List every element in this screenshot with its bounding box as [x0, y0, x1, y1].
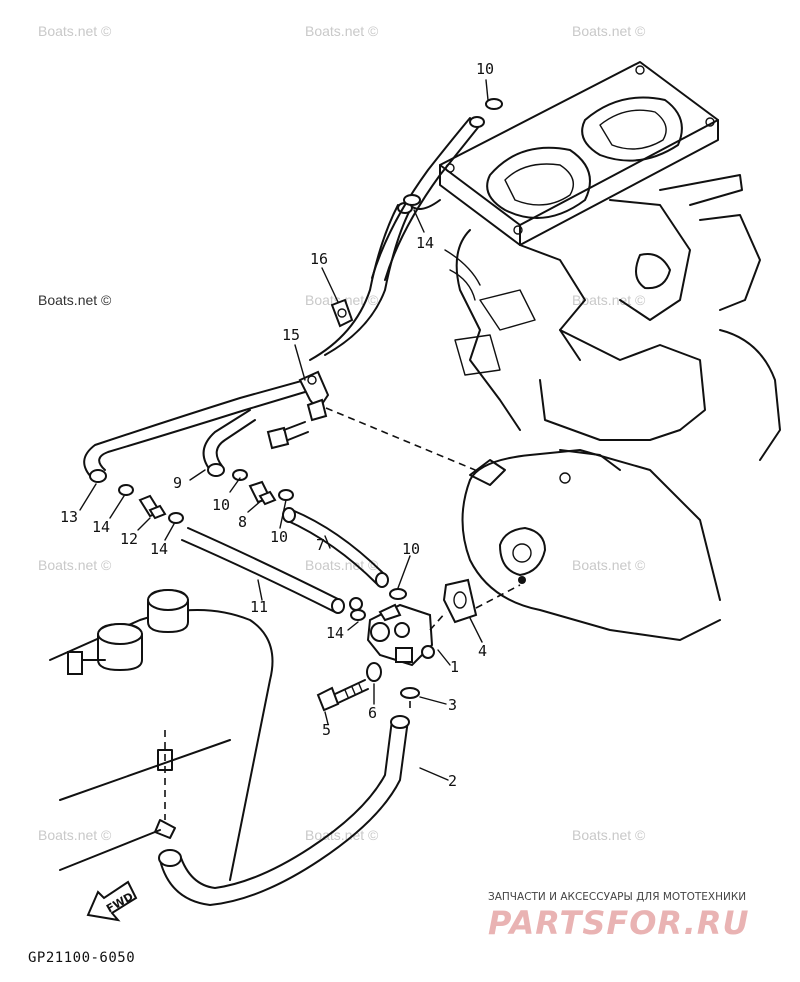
- watermarks: Boats.net © Boats.net © Boats.net © Boat…: [38, 23, 646, 843]
- callout-5: 5: [322, 721, 331, 739]
- callout-12: 12: [120, 530, 138, 548]
- callout-14: 14: [92, 518, 110, 536]
- callout-8: 8: [238, 513, 247, 531]
- callout-1: 1: [450, 658, 459, 676]
- carburetor-plate: [439, 61, 743, 246]
- callout-10: 10: [212, 496, 230, 514]
- watermark: Boats.net ©: [305, 827, 379, 843]
- callouts: 1 2 3 4 5 6 7 8 9 10 10 10 10 11 12 13 1…: [60, 60, 494, 790]
- fuel-filters: [118, 469, 407, 621]
- watermark: Boats.net ©: [38, 292, 112, 308]
- watermark: Boats.net ©: [572, 557, 646, 573]
- callout-14: 14: [150, 540, 168, 558]
- banner-tagline: ЗАПЧАСТИ И АКСЕССУАРЫ ДЛЯ МОТОТЕХНИКИ: [488, 891, 746, 903]
- flywheel-cover: [461, 449, 721, 641]
- clamp-16: [330, 298, 354, 328]
- callout-2: 2: [448, 772, 457, 790]
- callout-3: 3: [448, 696, 457, 714]
- fuel-tank: [49, 588, 274, 881]
- fuel-hose-11: [181, 527, 363, 614]
- bracket-15: [266, 370, 481, 473]
- fwd-arrow: FWD: [86, 880, 138, 922]
- callout-10: 10: [476, 60, 494, 78]
- callout-14: 14: [416, 234, 434, 252]
- diagram-code: GP21100-6050: [28, 950, 135, 966]
- callout-15: 15: [282, 326, 300, 344]
- callout-14: 14: [326, 624, 344, 642]
- callout-9: 9: [173, 474, 182, 492]
- watermark: Boats.net ©: [305, 23, 379, 39]
- watermark: Boats.net ©: [38, 557, 112, 573]
- callout-13: 13: [60, 508, 78, 526]
- banner-brand: PARTSFOR.RU: [488, 904, 749, 942]
- watermark: Boats.net ©: [572, 827, 646, 843]
- watermark: Boats.net ©: [305, 292, 379, 308]
- site-banner: ЗАПЧАСТИ И АКСЕССУАРЫ ДЛЯ МОТОТЕХНИКИ PA…: [488, 891, 749, 942]
- fuel-hose-2: [158, 715, 410, 906]
- watermark: Boats.net ©: [38, 827, 112, 843]
- callout-10: 10: [270, 528, 288, 546]
- callout-16: 16: [310, 250, 328, 268]
- callout-10: 10: [402, 540, 420, 558]
- callout-11: 11: [250, 598, 268, 616]
- engine-block: [409, 199, 781, 471]
- fuel-hose-upper: [309, 98, 503, 361]
- callout-7: 7: [316, 536, 325, 554]
- watermark: Boats.net ©: [572, 292, 646, 308]
- fuel-hose-13-9: [83, 379, 306, 483]
- callout-4: 4: [478, 642, 487, 660]
- callout-6: 6: [368, 704, 377, 722]
- watermark: Boats.net ©: [38, 23, 112, 39]
- watermark: Boats.net ©: [572, 23, 646, 39]
- fuel-cock: [316, 578, 521, 712]
- leader-lines: [79, 79, 489, 781]
- fuel-hose-7: [282, 507, 389, 588]
